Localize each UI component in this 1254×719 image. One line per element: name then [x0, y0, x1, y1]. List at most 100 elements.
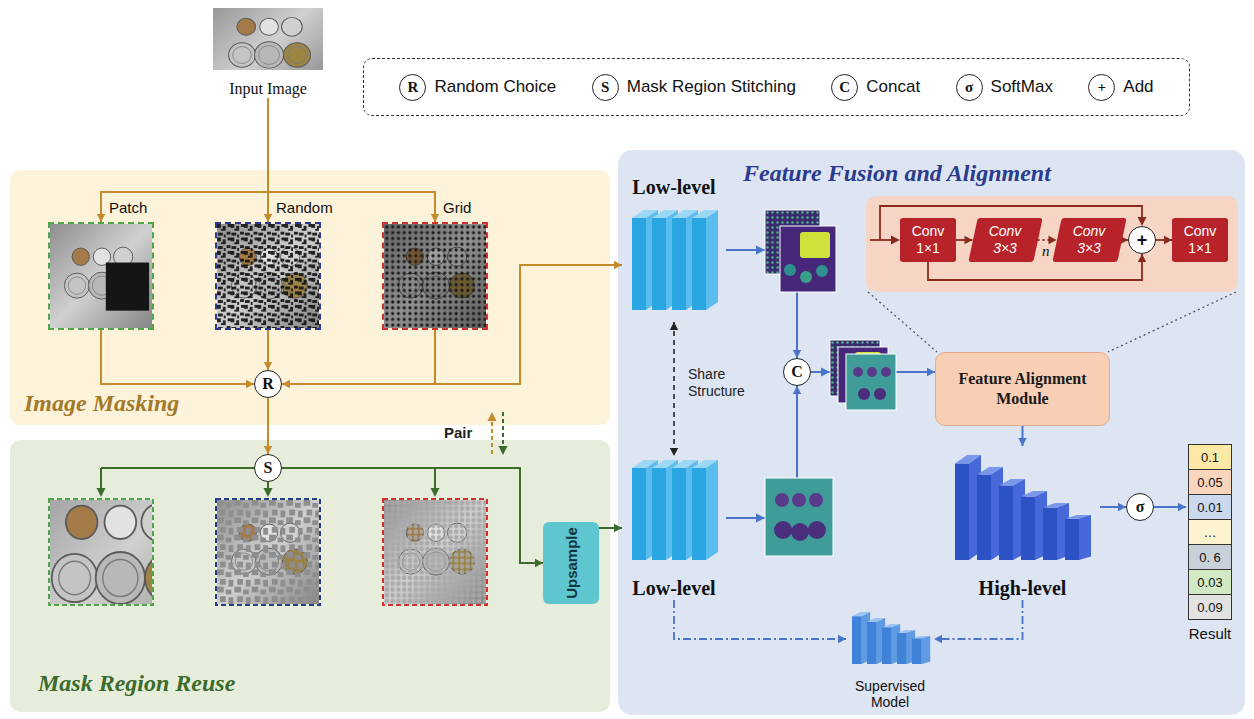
node-text: Low-level [632, 176, 715, 199]
low-level-block [632, 210, 718, 310]
operator-circle: R [254, 370, 282, 398]
legend: RRandom ChoiceSMask Region StitchingCCon… [363, 58, 1190, 116]
node-text: Conv 3×3 [976, 223, 1035, 257]
arrowhead [1018, 438, 1026, 446]
random-photo [217, 224, 319, 328]
feature-map [756, 478, 833, 556]
connector [599, 524, 622, 532]
connector-line [673, 322, 675, 456]
result-cell: 0.01 [1188, 494, 1232, 520]
connector-line [101, 98, 268, 222]
edge-label: Share Structure [688, 366, 760, 400]
feature-block: Low-level [622, 456, 726, 600]
feature-block: High-level [945, 446, 1100, 600]
inset-panel [866, 196, 1238, 292]
connector-line [934, 600, 1023, 639]
node-text: Result [1189, 625, 1232, 642]
node-text: R [262, 376, 274, 392]
node-text: Upsample [563, 527, 580, 599]
node-text: 0.01 [1197, 500, 1222, 515]
reuse-frame [383, 499, 487, 605]
operator-circle: σ [1126, 493, 1154, 521]
result-column: Result0.10.050.01…0. 60.030.09 [1186, 445, 1234, 651]
connector [282, 261, 622, 384]
legend-item: R Random Choice [399, 74, 556, 101]
node-text: Conv 1×1 [1175, 223, 1225, 257]
connector [1154, 503, 1186, 511]
connector-line [282, 330, 435, 384]
node-text: S [264, 460, 273, 476]
legend-symbol: S [592, 74, 619, 101]
result-cell: 0.09 [1188, 594, 1232, 620]
arrowhead [431, 214, 439, 222]
masked-image: Patch [48, 222, 154, 330]
connector-line [282, 265, 622, 384]
connector-line [282, 468, 543, 563]
connector [956, 236, 973, 244]
concat-maps [821, 340, 896, 410]
connector [282, 468, 543, 567]
reuse-frame [216, 499, 320, 605]
legend-item: + Add [1088, 74, 1153, 101]
arrowhead [614, 524, 622, 532]
legend-symbol: + [1088, 74, 1115, 101]
connector [268, 98, 439, 222]
arrowhead [838, 635, 846, 643]
patch-photo [50, 224, 152, 328]
low-level-block [632, 460, 718, 560]
alignment-module: Feature Alignment Module [935, 352, 1110, 426]
legend-symbol: R [399, 74, 426, 101]
high-level-block [955, 455, 1091, 560]
node-text: Supervised Model [846, 678, 934, 710]
arrowhead [246, 380, 254, 388]
operator-circle: + [1128, 226, 1156, 254]
reuse-photo [384, 500, 486, 604]
feature-block: Low-level [622, 176, 726, 322]
operator-circle: C [783, 358, 811, 386]
connector-line [267, 398, 269, 454]
node-text: Grid [443, 199, 471, 216]
reuse-photo [217, 500, 319, 604]
node-text: Image Masking [24, 390, 179, 417]
result-cell: 0.1 [1188, 444, 1232, 470]
connector-line [268, 98, 435, 222]
node-text: 0.03 [1197, 575, 1222, 590]
masked-image: Random [215, 222, 321, 330]
arrowhead [1178, 503, 1186, 511]
arrowhead [97, 214, 105, 222]
connector [264, 398, 272, 454]
connector [264, 330, 272, 370]
pair-arrows [488, 412, 508, 455]
connector [101, 330, 254, 388]
arrowhead [934, 635, 942, 643]
node-text: Conv 3×3 [1060, 223, 1119, 257]
connector-line [674, 600, 846, 639]
node-text: 0.05 [1197, 475, 1222, 490]
node-text: Conv 1×1 [903, 223, 953, 257]
panel-region: Image Masking Patch Random GridR [10, 170, 610, 425]
arrowhead [264, 446, 272, 454]
legend-text: Add [1123, 77, 1153, 97]
reuse-photo [25, 459, 211, 660]
result-cell: 0.03 [1188, 569, 1232, 595]
connector [282, 330, 435, 388]
model-block: Supervised Model [846, 610, 934, 710]
node-text: σ [1136, 499, 1145, 515]
node-text: Feature Fusion and Alignment [743, 160, 1051, 187]
legend-text: Mask Region Stitching [627, 77, 796, 97]
fusion-panel [618, 150, 1245, 715]
node-text: C [791, 364, 803, 380]
node-text: Feature Alignment Module [944, 369, 1101, 409]
arrowhead [670, 322, 678, 330]
arrowhead [1164, 236, 1172, 244]
connector [674, 600, 846, 643]
connector [670, 322, 678, 456]
arrowhead [1138, 254, 1146, 262]
legend-symbol: σ [956, 74, 983, 101]
conv-box: Conv 3×3 [973, 218, 1038, 262]
legend-text: Random Choice [434, 77, 556, 97]
node-text: Mask Region Reuse [38, 670, 235, 697]
node-text: + [1137, 231, 1148, 249]
arrowhead [264, 214, 272, 222]
